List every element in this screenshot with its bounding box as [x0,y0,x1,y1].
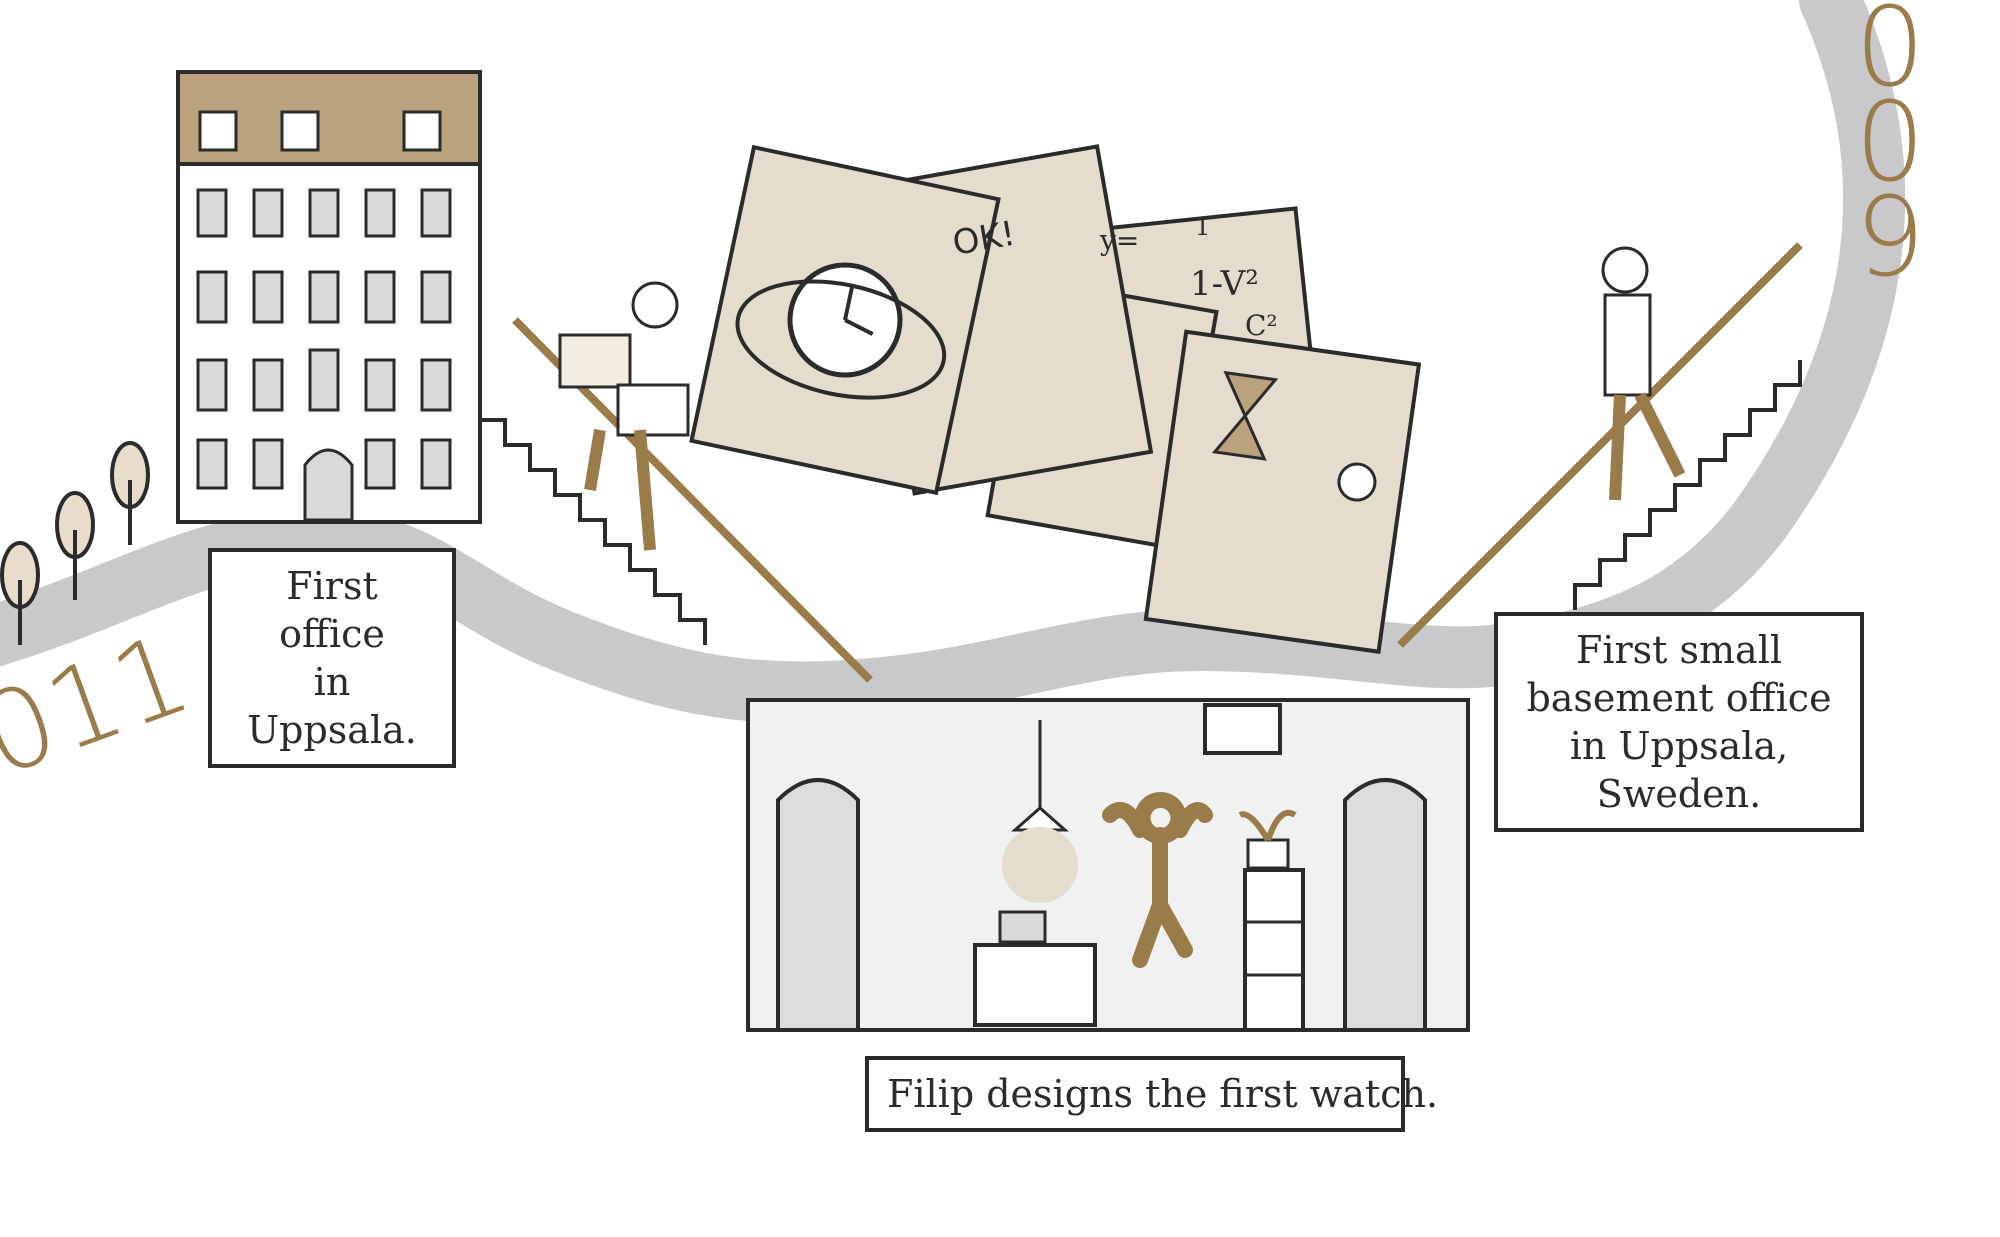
hourglass-icon [1143,329,1422,654]
year-right-fragment: 009 [1855,0,1925,301]
caption-basement-office: First small basement office in Uppsala, … [1494,612,1864,832]
lamp-icon [1002,720,1078,903]
handrail [1397,242,1803,648]
basement-room [746,698,1470,1032]
sketch-papers [689,144,1422,654]
stairs-icon [1573,360,1802,610]
building-icon [176,70,482,524]
stairs-icon [480,418,707,645]
person-icon [558,281,690,551]
caption-line: in Uppsala, Sweden. [1569,724,1789,816]
frame-icon [1203,703,1282,755]
caption-line: in Uppsala. [247,660,417,752]
formula-den: C² [1245,309,1278,342]
caption-line: basement office [1526,676,1832,720]
caption-line: First small [1575,628,1783,672]
tree-icon [0,441,150,645]
plant-icon [1238,809,1297,870]
laptop-icon [973,910,1097,1027]
caption-first-office: First office in Uppsala. [208,548,456,768]
caption-first-watch: Filip designs the first watch. [865,1056,1439,1132]
formula-root: 1-V² [1190,264,1259,304]
person-icon [1102,792,1213,968]
person-icon [1601,246,1686,501]
cabinet-icon [1243,868,1305,1032]
caption-line: Filip designs the first watch. [887,1072,1439,1116]
caption-line: First office [279,564,385,656]
watch-sketch-icon [689,144,1001,496]
timeline-road [0,0,1906,724]
formula-y: y= [1099,224,1139,257]
formula-num: 1 [1195,213,1210,241]
